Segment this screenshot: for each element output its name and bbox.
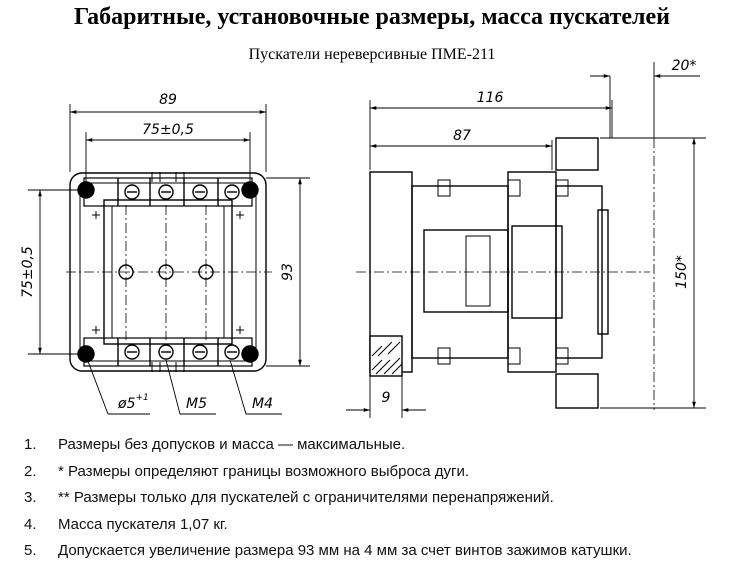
- dim-arc-height: 150*: [674, 255, 690, 289]
- bottom-screw-4: [224, 344, 240, 360]
- side-coil-block: [423, 229, 509, 313]
- dim-hole-diameter: ø5+1: [117, 393, 149, 412]
- dim-mount-height: 75±0,5: [20, 246, 36, 298]
- din-rail-hatch: [371, 341, 403, 375]
- top-screw-4: [224, 184, 240, 200]
- note-item: 4. Масса пускателя 1,07 кг.: [24, 512, 739, 539]
- dim-width-89: 89: [159, 92, 177, 108]
- note-text: Допускается увеличение размера 93 мм на …: [58, 542, 632, 559]
- note-number: 3.: [24, 489, 37, 506]
- side-arc-top: [555, 137, 599, 171]
- front-dimensions: [28, 104, 310, 415]
- dim-mount-width: 75±0,5: [142, 122, 194, 138]
- dim-arc-zone: 20*: [672, 58, 697, 74]
- front-centerlines: [66, 205, 272, 340]
- mount-hole-top-right: [241, 181, 259, 199]
- bottom-screw-2: [158, 344, 174, 360]
- mount-hole-top-left: [77, 181, 95, 199]
- page-title: Габаритные, установочные размеры, масса …: [74, 4, 670, 30]
- note-item: 5. Допускается увеличение размера 93 мм н…: [24, 538, 739, 565]
- mount-hole-bottom-right: [241, 345, 259, 363]
- top-screw-3: [192, 184, 208, 200]
- dim-thread-m5: M5: [186, 396, 207, 412]
- side-dimensions: [346, 62, 706, 418]
- note-text: ** Размеры только для пускателей с огран…: [58, 489, 554, 506]
- mount-hole-bottom-left: [77, 345, 95, 363]
- dim-body-depth: 87: [453, 128, 471, 144]
- bottom-screw-1: [124, 344, 140, 360]
- side-view: [369, 137, 609, 409]
- note-text: * Размеры определяют границы возможного …: [58, 462, 470, 480]
- page-subtitle: Пускатели нереверсивные ПМЕ-211: [248, 46, 496, 63]
- notes-list: 1. Размеры без допусков и масса — максима…: [24, 432, 739, 565]
- side-arc-bottom: [555, 373, 599, 409]
- bottom-screw-3: [192, 344, 208, 360]
- dim-thread-m4: M4: [252, 396, 273, 412]
- note-number: 4.: [24, 515, 37, 533]
- note-number: 1.: [24, 436, 37, 453]
- din-rail: [369, 335, 403, 377]
- note-text: Размеры без допусков и масса — максималь…: [58, 436, 406, 453]
- note-text: Масса пускателя 1,07 кг.: [58, 515, 228, 533]
- side-centerlines: [356, 138, 655, 410]
- dim-height-93: 93: [280, 263, 296, 281]
- top-screw-2: [158, 184, 174, 200]
- dim-rail: 9: [382, 390, 391, 406]
- note-item: 1. Размеры без допусков и масса — максима…: [24, 432, 739, 459]
- note-item: 2. * Размеры определяют границы возможног…: [24, 459, 739, 486]
- note-number: 5.: [24, 542, 37, 559]
- dim-total-depth: 116: [477, 90, 504, 106]
- note-number: 2.: [24, 462, 37, 480]
- top-screw-1: [124, 184, 140, 200]
- note-item: 3. ** Размеры только для пускателей с огр…: [24, 485, 739, 512]
